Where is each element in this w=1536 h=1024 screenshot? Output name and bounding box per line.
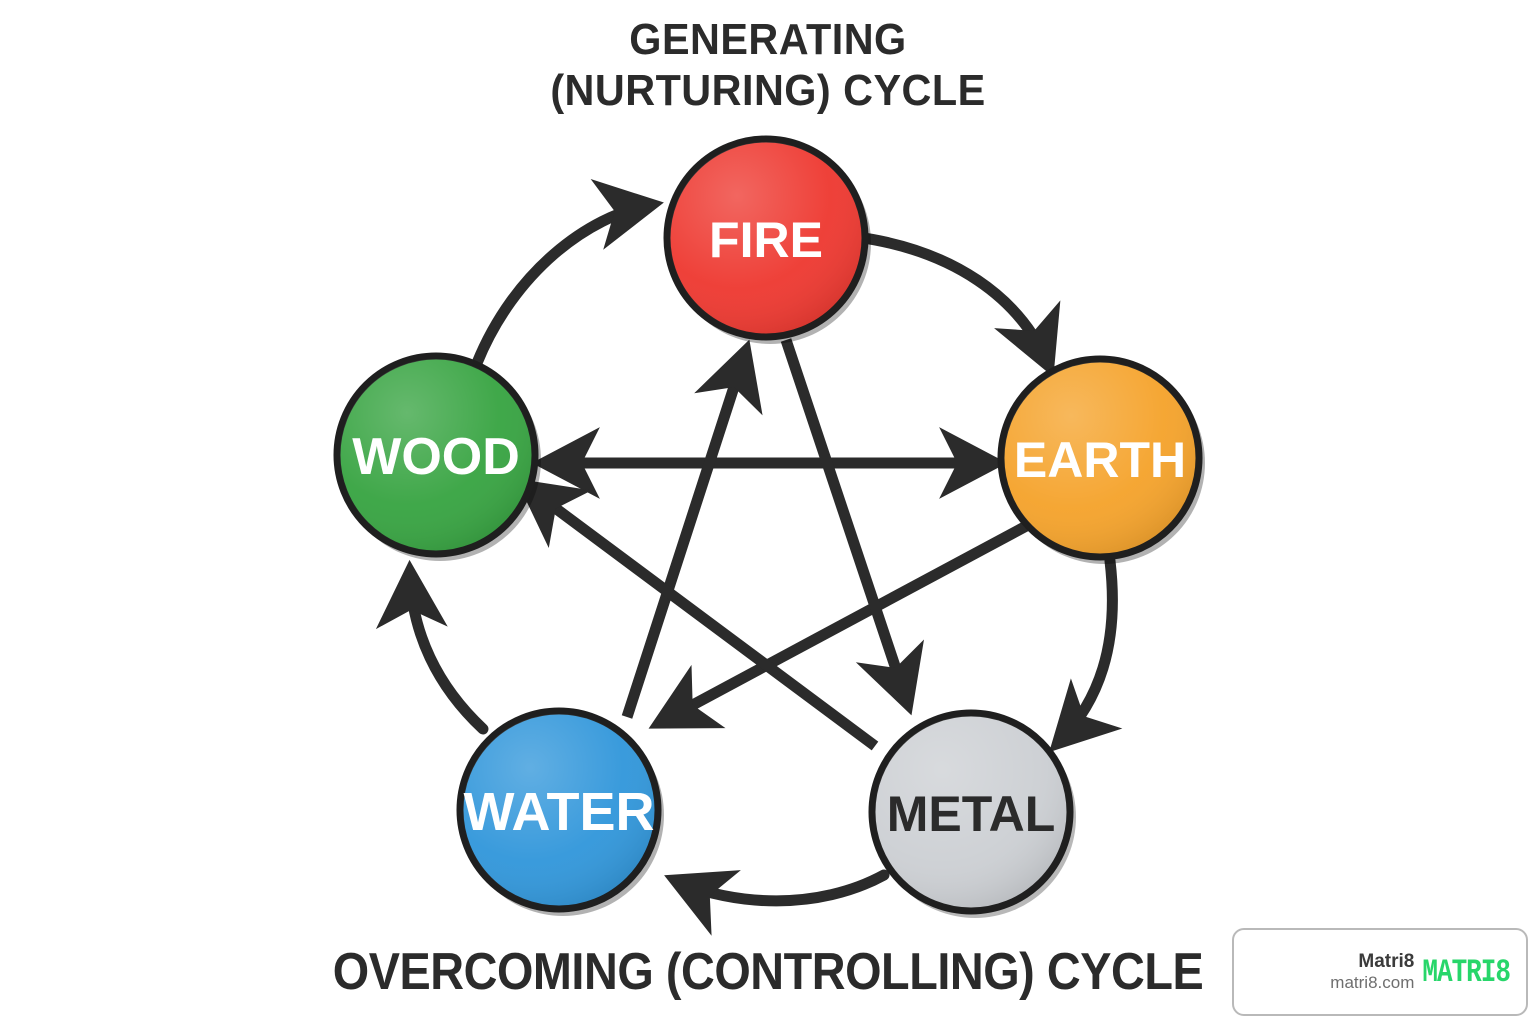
node-fire[interactable]: FIRE <box>663 135 871 344</box>
element-nodes-group: FIRE EARTH METAL WATER <box>333 135 1205 918</box>
watermark-url[interactable]: matri8.com <box>1330 973 1415 993</box>
node-earth[interactable]: EARTH <box>997 355 1205 564</box>
watermark-row: Matri8 matri8.com MATRI8 <box>1330 951 1511 992</box>
arrow-earth-water <box>648 519 1033 729</box>
generating-cycle-group <box>375 179 1123 936</box>
node-earth-label: EARTH <box>1014 432 1186 488</box>
node-wood[interactable]: WOOD <box>333 352 541 561</box>
curve-fire-earth <box>851 231 1061 378</box>
curve-wood-fire <box>471 179 664 369</box>
node-metal[interactable]: METAL <box>868 709 1076 918</box>
curve-water-wood <box>375 559 489 735</box>
watermark-badge: Matri8 matri8.com MATRI8 <box>1232 928 1528 1016</box>
node-fire-sheen <box>670 142 862 334</box>
node-wood-sheen <box>340 359 532 551</box>
curve-metal-water <box>664 869 890 936</box>
node-wood-label: WOOD <box>352 428 520 486</box>
page-title-bottom: OVERCOMING (CONTROLLING) CYCLE <box>332 943 1204 1001</box>
watermark-text: Matri8 matri8.com <box>1330 951 1414 992</box>
node-fire-label: FIRE <box>709 212 823 268</box>
node-metal-label: METAL <box>887 786 1055 842</box>
node-metal-sheen <box>875 716 1067 908</box>
node-water[interactable]: WATER <box>456 707 664 916</box>
matri8-logo-icon: MATRI8 <box>1422 953 1511 991</box>
node-water-label: WATER <box>464 782 655 842</box>
node-water-sheen <box>463 714 655 906</box>
curve-earth-metal <box>1049 555 1123 753</box>
watermark-brand: Matri8 <box>1358 951 1415 973</box>
page-title-top: GENERATING (NURTURING) CYCLE <box>550 15 986 116</box>
arrow-metal-wood <box>515 478 879 751</box>
arrow-fire-metal <box>780 338 924 716</box>
arrow-water-fire <box>621 339 763 719</box>
overcoming-cycle-group <box>515 338 1033 751</box>
node-earth-sheen <box>1004 362 1196 554</box>
